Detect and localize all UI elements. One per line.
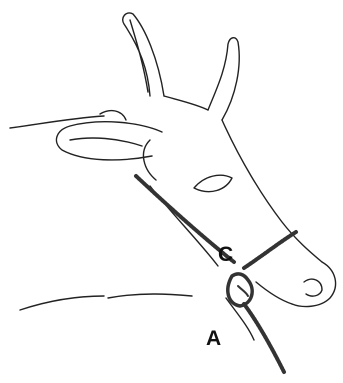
right-horn bbox=[208, 38, 239, 120]
loop-knot bbox=[238, 286, 248, 296]
muzzle-outline bbox=[292, 262, 336, 306]
nostril bbox=[304, 279, 322, 296]
ear bbox=[56, 122, 162, 160]
chin-outline bbox=[256, 282, 292, 304]
dewlap-line bbox=[143, 140, 156, 180]
halter-loop bbox=[228, 274, 252, 306]
forehead-outline bbox=[164, 96, 208, 110]
neck-line-lower bbox=[20, 296, 104, 310]
lead-rope bbox=[244, 304, 284, 372]
halter-noseband bbox=[244, 232, 296, 268]
face-outline bbox=[222, 120, 322, 262]
label-c: C bbox=[218, 244, 233, 265]
left-horn bbox=[123, 13, 164, 96]
label-a: A bbox=[206, 328, 221, 349]
eye bbox=[194, 175, 232, 191]
